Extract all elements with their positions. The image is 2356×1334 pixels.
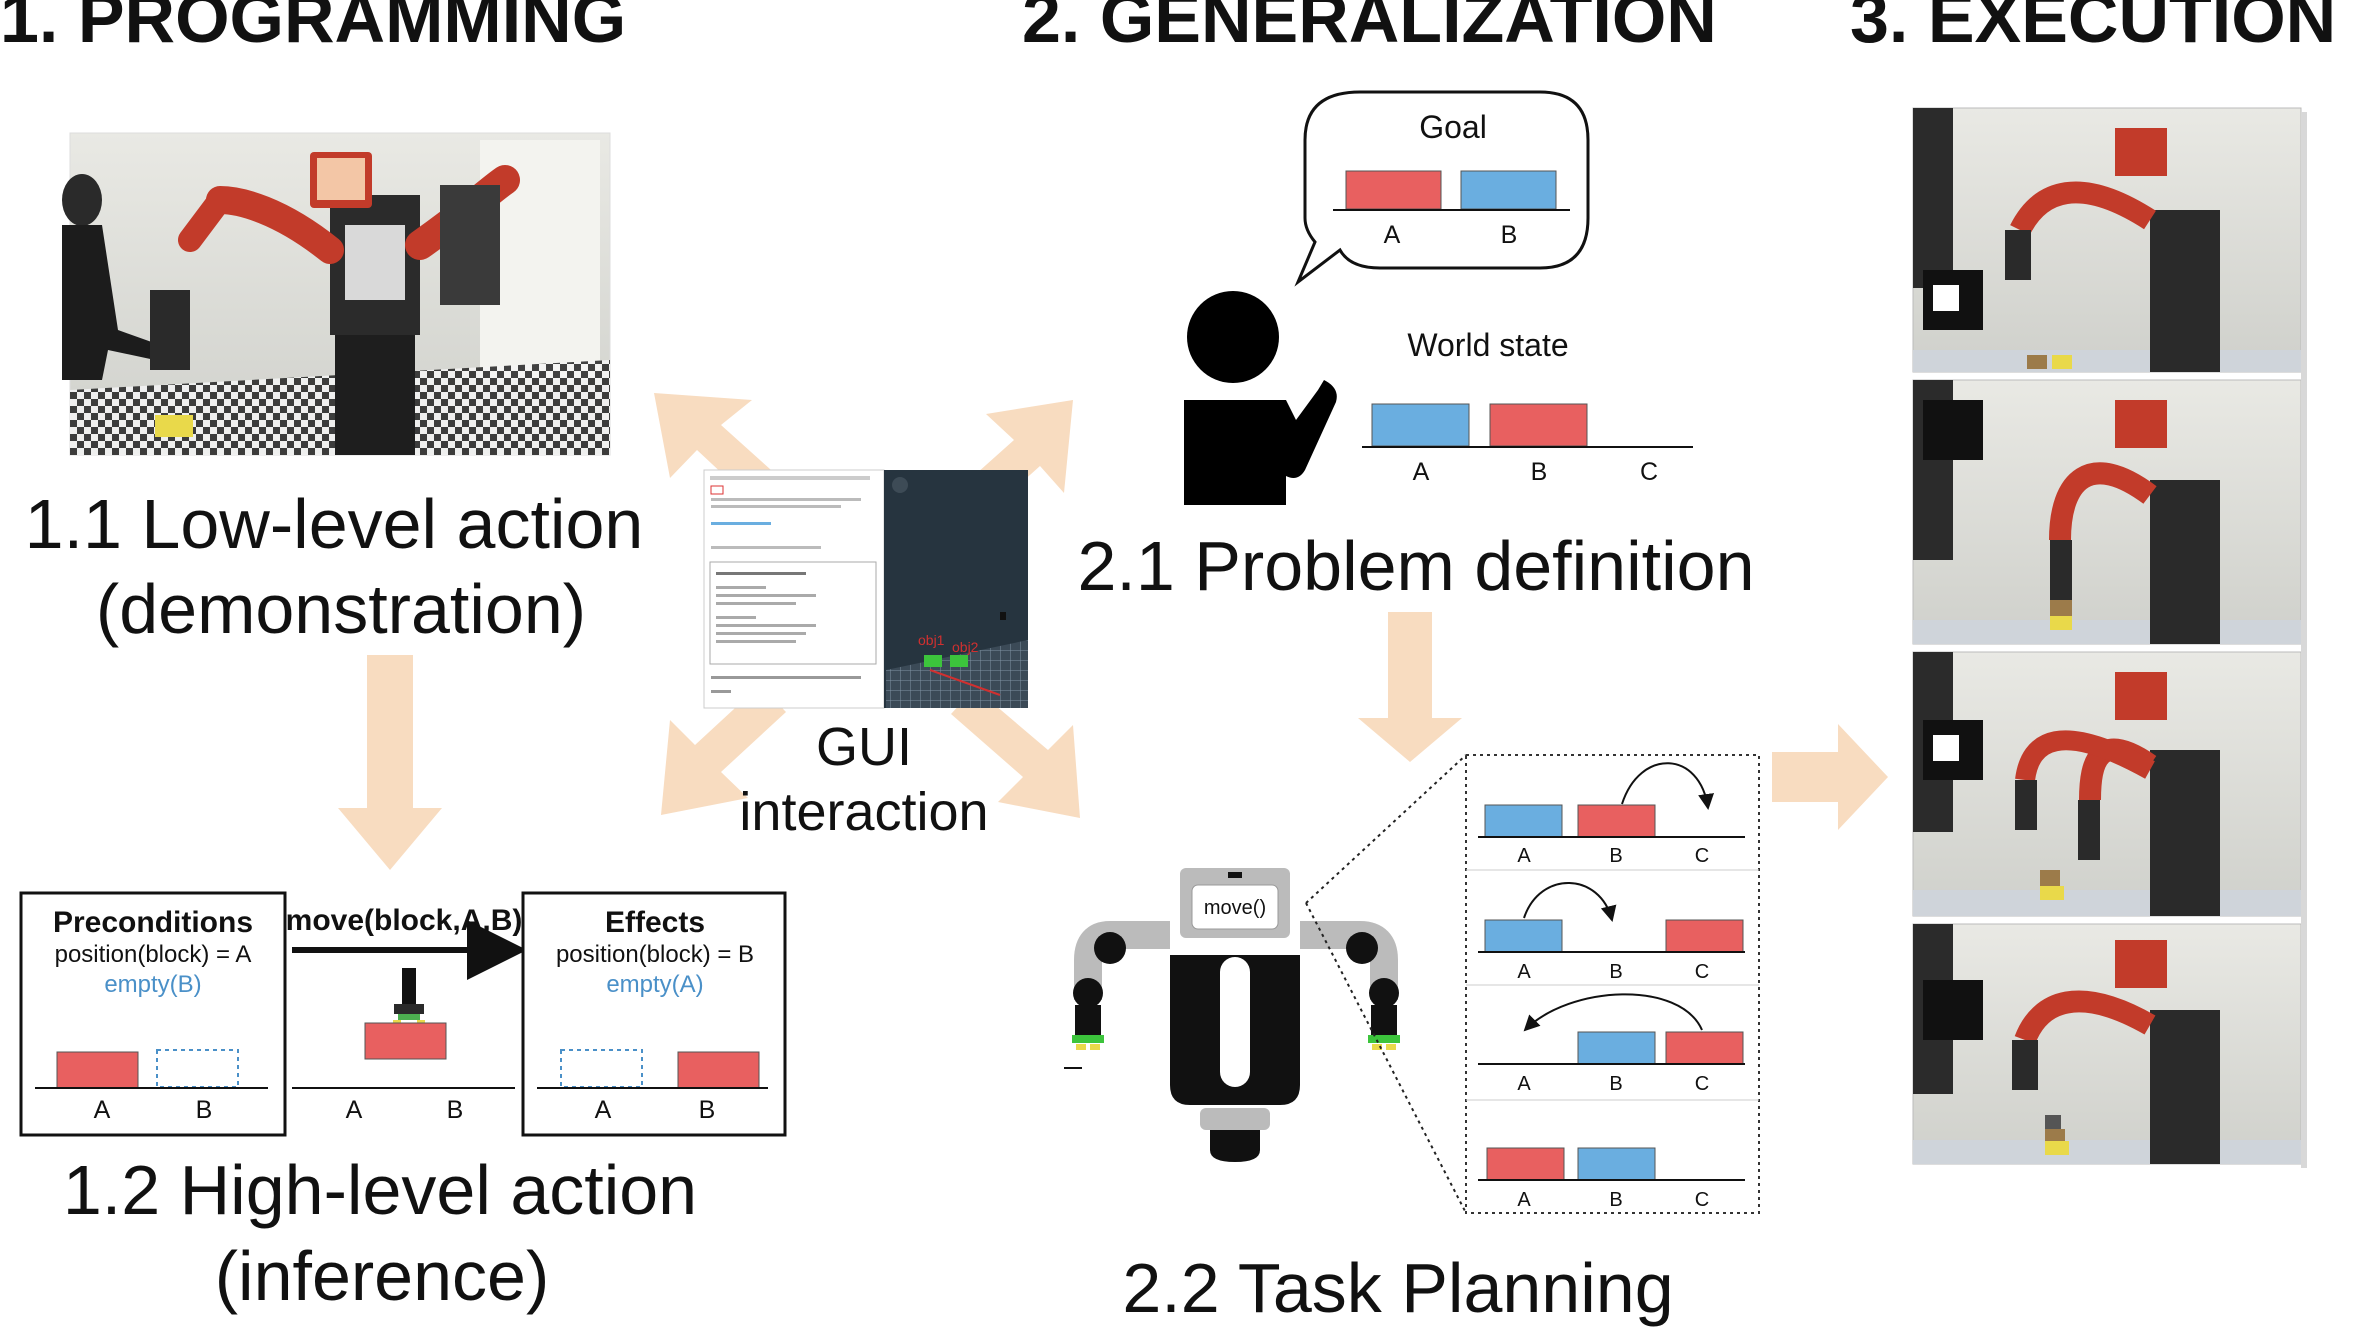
step2-c: C bbox=[1695, 961, 1709, 983]
eff-label-a: A bbox=[595, 1096, 612, 1124]
plan-step: A B C bbox=[1478, 762, 1745, 867]
header-programming: 1. PROGRAMMING bbox=[0, 0, 626, 57]
block-empty-dotted bbox=[156, 1049, 239, 1088]
block-red bbox=[56, 1051, 139, 1089]
pre-label-b: B bbox=[196, 1096, 213, 1124]
section-2-2-title: 2.2 Task Planning bbox=[1122, 1249, 1673, 1327]
step3-a: A bbox=[1517, 1073, 1531, 1095]
execution-frame-2 bbox=[1912, 379, 2302, 645]
gui-label-line1: GUI bbox=[816, 717, 912, 777]
header-generalization: 2. GENERALIZATION bbox=[1022, 0, 1717, 57]
world-label: World state bbox=[1407, 327, 1568, 363]
section-2-1-title: 2.1 Problem definition bbox=[1077, 527, 1754, 605]
robot-screen-text: move() bbox=[1204, 897, 1266, 919]
world-block-red bbox=[1489, 403, 1588, 447]
action-label-a: A bbox=[346, 1096, 363, 1124]
plan-step: A B C bbox=[1478, 882, 1745, 983]
step4-b: B bbox=[1609, 1189, 1622, 1211]
effects-title: Effects bbox=[605, 906, 705, 939]
gui-label-line2: interaction bbox=[739, 782, 988, 842]
step3-b: B bbox=[1609, 1073, 1622, 1095]
block-red bbox=[677, 1051, 760, 1089]
world-state: World state A B C bbox=[1362, 327, 1693, 486]
demonstration-photo bbox=[62, 132, 611, 456]
execution-frame-3 bbox=[1912, 651, 2302, 917]
preconditions-line1: position(block) = A bbox=[55, 941, 252, 968]
plan-step: A B C bbox=[1478, 1147, 1745, 1211]
section-1-1-title: 1.1 Low-level action bbox=[25, 485, 644, 563]
world-label-a: A bbox=[1413, 458, 1430, 486]
arrow-2-1-to-2-2 bbox=[1358, 612, 1462, 762]
world-label-c: C bbox=[1640, 458, 1658, 486]
person-icon bbox=[1184, 291, 1337, 505]
planner-robot: move() bbox=[1064, 868, 1400, 1162]
step3-c: C bbox=[1695, 1073, 1709, 1095]
action-label: move(block,A,B) bbox=[286, 904, 523, 937]
section-1-2-title: 1.2 High-level action bbox=[63, 1151, 697, 1229]
effects-box: Effects position(block) = B empty(A) A B bbox=[521, 891, 787, 1137]
step1-b: B bbox=[1609, 845, 1622, 867]
effects-line2: empty(A) bbox=[606, 971, 703, 998]
action-label-b: B bbox=[447, 1096, 464, 1124]
plan-panel: A B C A B C A B C bbox=[1465, 754, 1760, 1214]
gui-screenshot: obj1 obj2 bbox=[703, 469, 1028, 709]
gui-obj1: obj1 bbox=[918, 632, 945, 648]
step4-c: C bbox=[1695, 1189, 1709, 1211]
step1-a: A bbox=[1517, 845, 1531, 867]
header-execution: 3. EXECUTION bbox=[1850, 0, 2336, 57]
section-1-2-subtitle: (inference) bbox=[215, 1237, 550, 1315]
block-red-lifted bbox=[364, 1022, 447, 1060]
arrow-gui-down-left bbox=[661, 685, 786, 815]
step4-a: A bbox=[1517, 1189, 1531, 1211]
block-empty-dotted bbox=[560, 1049, 643, 1088]
execution-frame-4 bbox=[1912, 923, 2302, 1165]
arrow-1-1-to-1-2 bbox=[338, 655, 442, 870]
goal-label-b: B bbox=[1501, 221, 1518, 249]
gui-obj2: obj2 bbox=[952, 639, 979, 655]
execution-photos bbox=[1912, 107, 2307, 1168]
step2-a: A bbox=[1517, 961, 1531, 983]
effects-line1: position(block) = B bbox=[556, 941, 754, 968]
eff-label-b: B bbox=[699, 1096, 716, 1124]
preconditions-box: Preconditions position(block) = A empty(… bbox=[19, 891, 287, 1137]
world-label-b: B bbox=[1531, 458, 1548, 486]
execution-frame-1 bbox=[1912, 107, 2302, 373]
section-1-1-subtitle: (demonstration) bbox=[96, 570, 586, 648]
world-block-blue bbox=[1371, 403, 1470, 447]
move-action: move(block,A,B) A B bbox=[286, 904, 527, 1124]
arrow-2-to-3 bbox=[1772, 724, 1888, 830]
preconditions-line2: empty(B) bbox=[104, 971, 201, 998]
goal-block-red bbox=[1345, 170, 1442, 210]
arrow-gui-down-right bbox=[951, 688, 1080, 818]
step1-c: C bbox=[1695, 845, 1709, 867]
preconditions-title: Preconditions bbox=[53, 906, 253, 939]
step2-b: B bbox=[1609, 961, 1622, 983]
pre-label-a: A bbox=[94, 1096, 111, 1124]
goal-label-a: A bbox=[1384, 221, 1401, 249]
goal-block-blue bbox=[1460, 170, 1557, 210]
plan-step: A B C bbox=[1478, 993, 1745, 1095]
goal-label: Goal bbox=[1419, 109, 1487, 145]
goal-speech-bubble: Goal A B bbox=[1294, 90, 1590, 287]
